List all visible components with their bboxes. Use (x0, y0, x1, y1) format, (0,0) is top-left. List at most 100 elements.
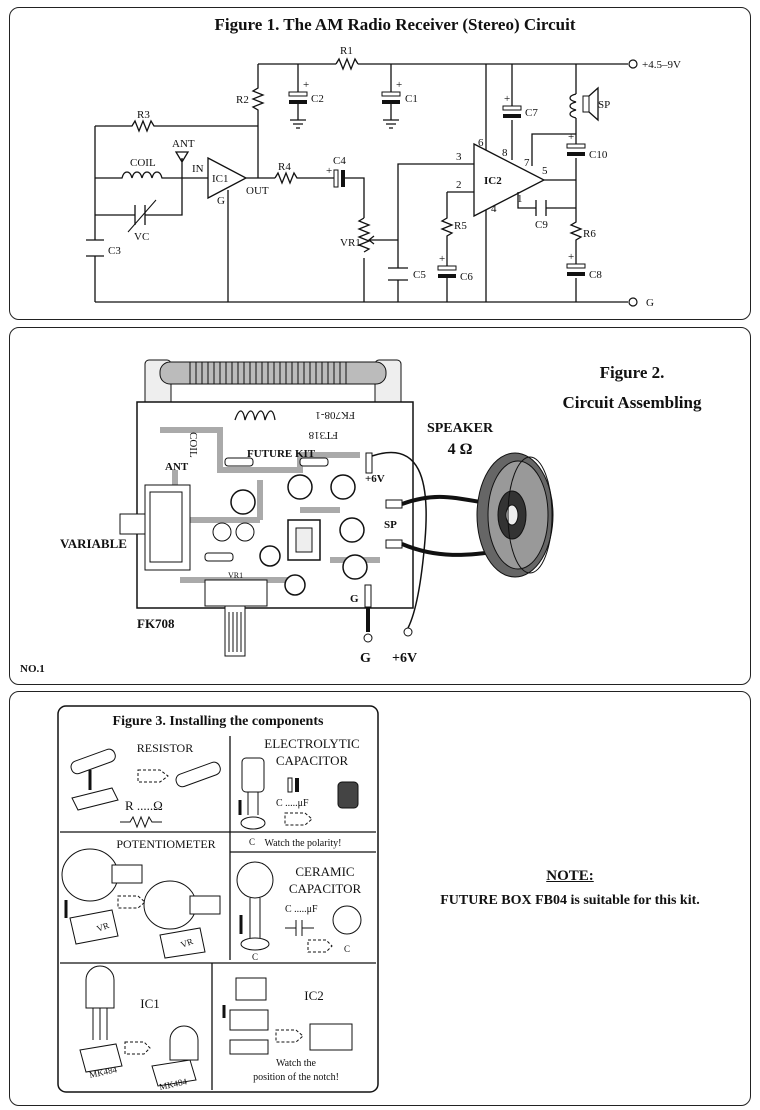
speaker-label: SPEAKER (427, 421, 494, 436)
ic1-label: IC1 (212, 173, 229, 185)
pin3-label: 3 (456, 151, 462, 163)
board-6v-label: +6V (365, 473, 385, 485)
g-wire-label: G (360, 651, 371, 666)
elec-value: C .....μF (276, 798, 309, 809)
pot-vr2: VR (179, 936, 194, 950)
note-heading: NOTE: (546, 868, 594, 884)
r2-label: R2 (236, 94, 249, 106)
ic1-g-label: G (217, 195, 225, 207)
resistor-value: R .....Ω (125, 798, 163, 813)
out-label: OUT (246, 185, 269, 197)
variable-label: VARIABLE (60, 536, 127, 551)
ceramic-label1: CERAMIC (295, 864, 354, 879)
ic2-guide-label: IC2 (304, 988, 324, 1003)
vr1-label: VR1 (340, 237, 361, 249)
c4-label: C4 (333, 155, 346, 167)
pot-vr1: VR (95, 920, 110, 934)
c9-label: C9 (535, 219, 548, 231)
ground-terminal (628, 297, 638, 307)
figure2-title: Figure 2. (600, 363, 665, 382)
c5-label: C5 (413, 269, 426, 281)
board-ant-label: ANT (165, 461, 189, 473)
elec-note: Watch the polarity! (265, 838, 342, 849)
svg-text:+: + (396, 79, 402, 91)
pin1-label: 1 (517, 193, 523, 205)
note-text: FUTURE BOX FB04 is suitable for this kit… (440, 893, 700, 908)
note-block: NOTE: FUTURE BOX FB04 is suitable for th… (420, 868, 720, 909)
r3-label: R3 (137, 109, 150, 121)
ceramic-c1: C (252, 952, 258, 962)
supply-label: +4.5–9V (642, 59, 681, 71)
svg-text:+: + (504, 93, 510, 105)
svg-text:+: + (326, 165, 332, 177)
electrolytic-label1: ELECTROLYTIC (264, 736, 359, 751)
ic2-label: IC2 (484, 175, 502, 187)
c1-label: C1 (405, 93, 418, 105)
ic2-note1: Watch the (276, 1058, 317, 1069)
ceramic-value: C .....μF (285, 904, 318, 915)
pin7-label: 7 (524, 157, 530, 169)
schematic-figure1: +4.5–9V R1 G + C2 + C1 R2 R3 C3 COIL (86, 45, 681, 309)
electrolytic-drawing (238, 757, 359, 830)
svg-text:+: + (439, 253, 445, 265)
speaker-ohm: 4 Ω (448, 441, 473, 458)
pcb-code1: FK708-1 (315, 409, 355, 421)
board-coil-label: COIL (187, 432, 199, 458)
r6-label: R6 (583, 228, 596, 240)
speaker (476, 452, 554, 578)
c7-label: C7 (525, 107, 538, 119)
supply-terminal (628, 59, 638, 69)
vc-label: VC (134, 231, 149, 243)
r1-resistor (335, 57, 359, 71)
svg-text:+: + (568, 131, 574, 143)
electrolytic-label2: CAPACITOR (276, 753, 349, 768)
r5-label: R5 (454, 220, 467, 232)
potentiometer-label: POTENTIOMETER (116, 837, 215, 851)
r1-label: R1 (340, 45, 353, 57)
future-kit-label: FUTURE KIT (247, 448, 316, 460)
potentiometer-drawing (61, 848, 221, 959)
pin8-label: 8 (502, 147, 508, 159)
sp-label: SP (598, 99, 610, 111)
board-sp-label: SP (384, 519, 397, 531)
ic2-drawing (222, 977, 353, 1055)
coil-label: COIL (130, 157, 156, 169)
ceramic-c2: C (344, 944, 350, 954)
resistor-drawing (70, 748, 221, 829)
c10-label: C10 (589, 149, 608, 161)
board-vr1-label: VR1 (228, 571, 243, 580)
figure2-subtitle: Circuit Assembling (562, 393, 702, 412)
ic1-guide-label: IC1 (140, 996, 160, 1011)
c8-label: C8 (589, 269, 602, 281)
ic1-drawing (79, 965, 199, 1087)
resistor-label: RESISTOR (137, 741, 193, 755)
model-label: FK708 (137, 616, 175, 631)
svg-text:+: + (303, 79, 309, 91)
figure1-title: Figure 1. The AM Radio Receiver (Stereo)… (214, 15, 575, 34)
board-g-label: G (350, 593, 359, 605)
c3-label: C3 (108, 245, 121, 257)
ant-label: ANT (172, 138, 195, 150)
elec-c-label: C (249, 837, 255, 847)
pin4-label: 4 (491, 203, 497, 215)
pin5-label: 5 (542, 165, 548, 177)
pcb-code2: FT318 (308, 429, 338, 441)
ceramic-drawing (236, 861, 362, 953)
figure3-title: Figure 3. Installing the components (113, 714, 324, 729)
svg-text:+: + (568, 251, 574, 263)
pin2-label: 2 (456, 179, 462, 191)
c6a-label: C6 (460, 271, 473, 283)
v-wire-label: +6V (392, 651, 417, 666)
in-label: IN (192, 163, 204, 175)
c2-label: C2 (311, 93, 324, 105)
ground-label: G (646, 297, 654, 309)
ceramic-label2: CAPACITOR (289, 881, 362, 896)
page-number: NO.1 (20, 663, 45, 675)
pin6-label: 6 (478, 137, 484, 149)
r4-label: R4 (278, 161, 291, 173)
figure1-panel (9, 7, 751, 320)
ic2-note2: position of the notch! (253, 1072, 339, 1083)
